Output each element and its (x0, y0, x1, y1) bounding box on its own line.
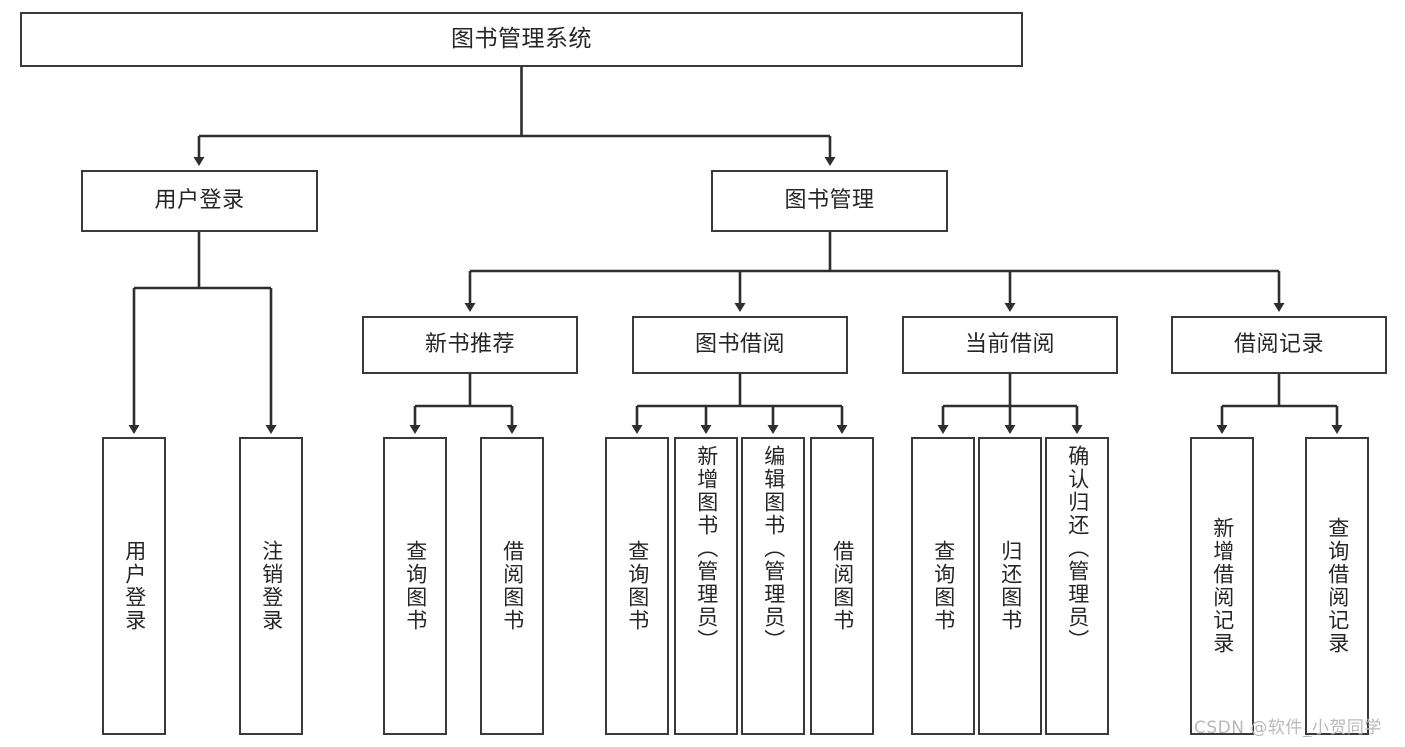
node-label: 借阅图书 (830, 540, 855, 632)
node-label: 查询图书 (625, 540, 650, 632)
node-label: 注销登录 (259, 540, 284, 632)
node-label: 用户登录 (154, 188, 245, 213)
node-label: 编辑图书（管理员） (761, 445, 786, 652)
node-label: 图书管理 (784, 188, 875, 213)
node-leaf-add-book[interactable]: 新增图书（管理员） (674, 437, 738, 735)
node-leaf-query-book-2[interactable]: 查询图书 (605, 437, 669, 735)
node-label: 图书借阅 (694, 332, 785, 357)
node-label: 新增图书（管理员） (694, 445, 719, 652)
node-label: 新书推荐 (424, 332, 515, 357)
node-leaf-confirm-return[interactable]: 确认归还（管理员） (1045, 437, 1109, 735)
node-leaf-edit-book[interactable]: 编辑图书（管理员） (741, 437, 805, 735)
node-book-management[interactable]: 图书管理 (711, 170, 948, 232)
node-book-borrow[interactable]: 图书借阅 (632, 316, 848, 374)
node-leaf-query-record[interactable]: 查询借阅记录 (1305, 437, 1369, 735)
node-label: 确认归还（管理员） (1065, 445, 1090, 652)
node-leaf-user-login[interactable]: 用户登录 (102, 437, 166, 735)
node-leaf-add-record[interactable]: 新增借阅记录 (1190, 437, 1254, 735)
node-leaf-query-book-3[interactable]: 查询图书 (911, 437, 975, 735)
node-label: 借阅图书 (500, 540, 525, 632)
node-leaf-query-book-1[interactable]: 查询图书 (383, 437, 447, 735)
node-label: 图书管理系统 (451, 26, 592, 52)
node-label: 借阅记录 (1233, 332, 1324, 357)
node-label: 当前借阅 (964, 332, 1055, 357)
node-label: 查询图书 (403, 540, 428, 632)
node-label: 归还图书 (998, 540, 1023, 632)
node-label: 查询借阅记录 (1325, 517, 1350, 655)
node-leaf-logout-login[interactable]: 注销登录 (239, 437, 303, 735)
node-leaf-borrow-book-2[interactable]: 借阅图书 (810, 437, 874, 735)
node-borrow-record[interactable]: 借阅记录 (1171, 316, 1387, 374)
node-current-borrow[interactable]: 当前借阅 (902, 316, 1118, 374)
node-user-login[interactable]: 用户登录 (81, 170, 318, 232)
node-leaf-return-book[interactable]: 归还图书 (978, 437, 1042, 735)
node-label: 新增借阅记录 (1210, 517, 1235, 655)
node-label: 用户登录 (122, 540, 147, 632)
watermark: CSDN @软件_小贺同学 (1194, 718, 1382, 738)
node-new-book-recommend[interactable]: 新书推荐 (362, 316, 578, 374)
node-label: 查询图书 (931, 540, 956, 632)
node-root-system[interactable]: 图书管理系统 (20, 12, 1023, 67)
node-leaf-borrow-book-1[interactable]: 借阅图书 (480, 437, 544, 735)
